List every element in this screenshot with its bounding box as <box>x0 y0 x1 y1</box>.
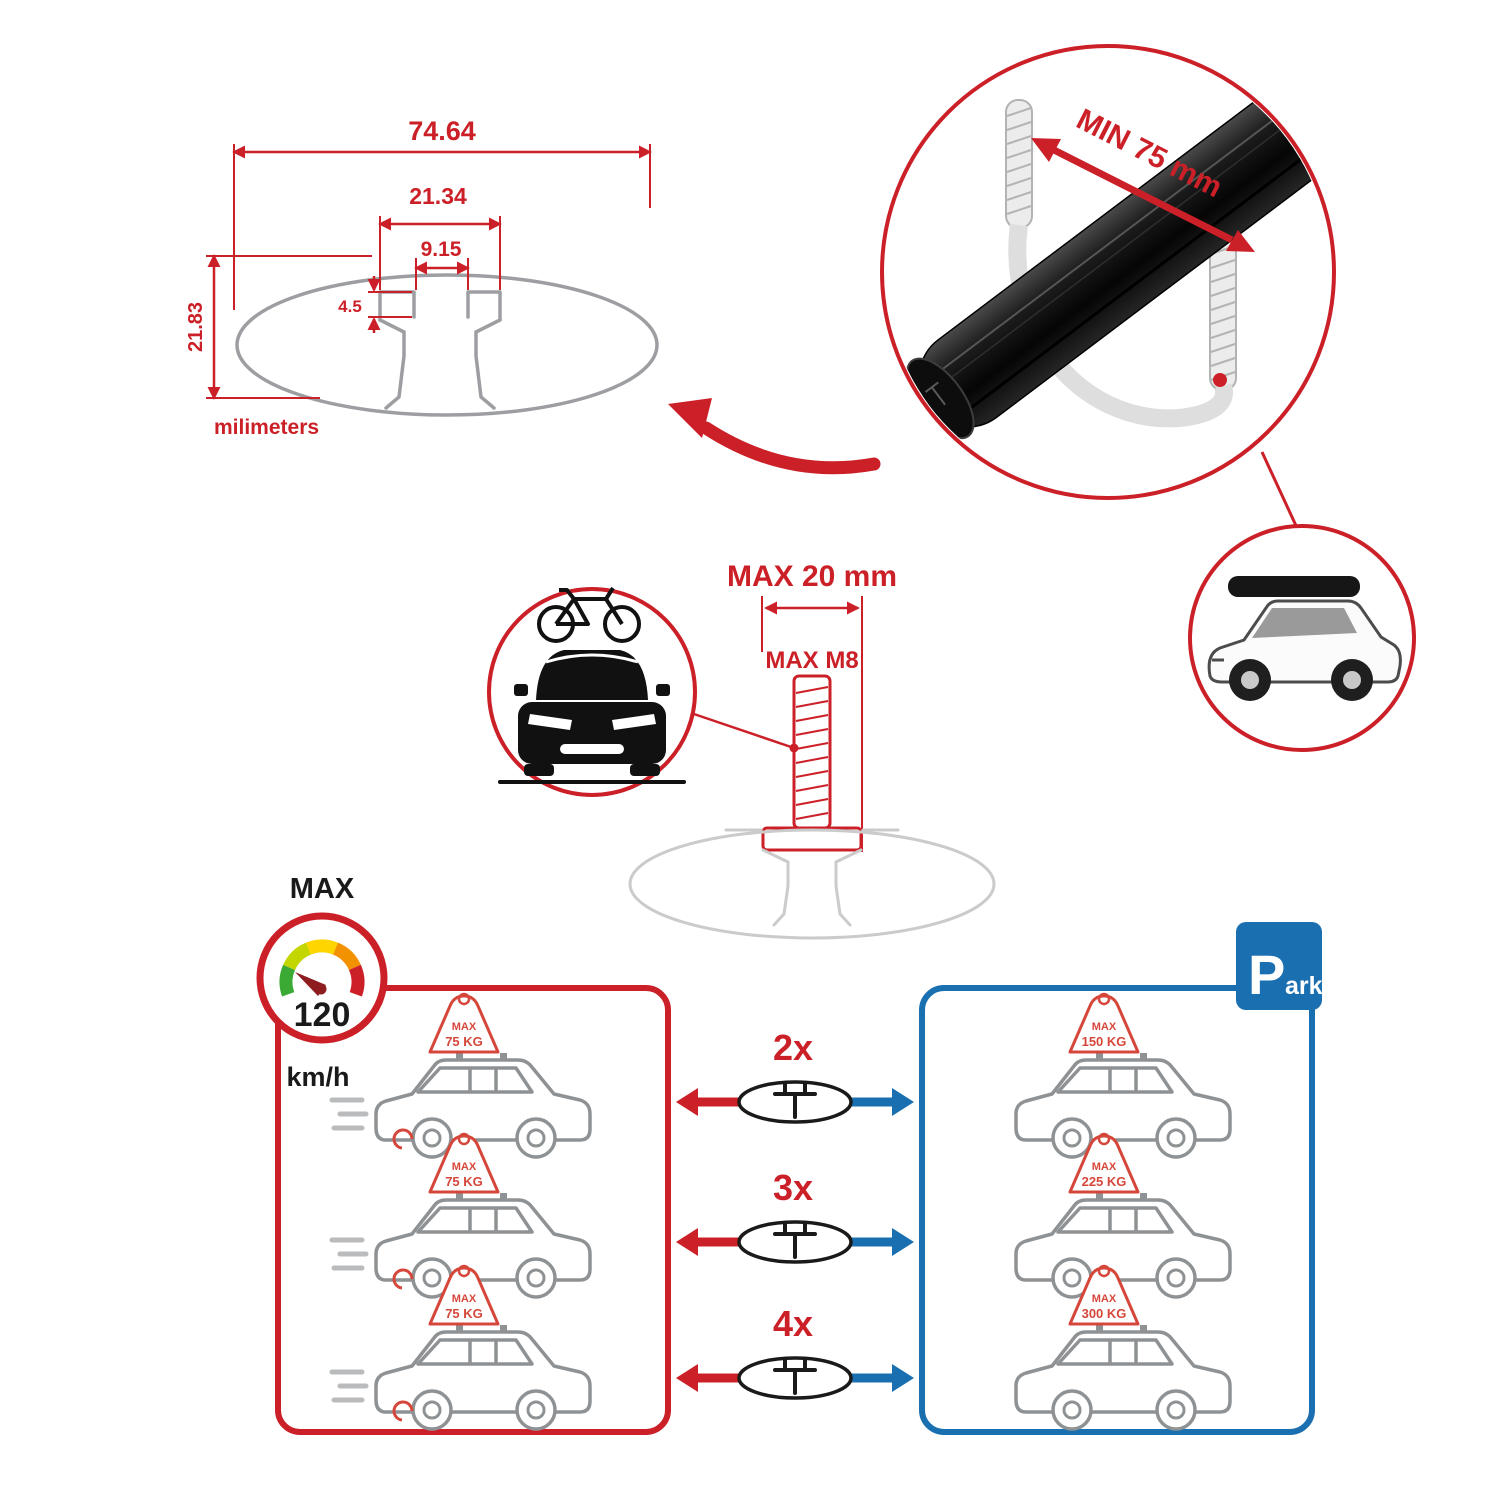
profile-channel-left <box>378 290 416 410</box>
tent-load-label: 75 KG <box>445 1034 483 1049</box>
car-front-icon <box>498 650 686 784</box>
tent-max-label: MAX <box>1092 1161 1117 1173</box>
moving-car-row-3: MAX 75 KG <box>332 1264 592 1431</box>
gauge-value: 120 <box>294 996 351 1034</box>
circle-connector-line <box>1260 451 1300 531</box>
car-bike-circle <box>487 586 697 797</box>
left-arrow-icon <box>676 1088 698 1116</box>
quantity-label: 4x <box>773 1303 813 1344</box>
bolt-connector-line <box>687 710 795 750</box>
clamp-thread-right <box>1209 237 1237 391</box>
bar-profile-oval <box>235 273 659 417</box>
right-arrow-icon <box>892 1228 914 1256</box>
crossbar-detail-circle: MIN 75 mm <box>880 44 1336 531</box>
quantity-row-3: 4x <box>676 1303 914 1400</box>
cross-section-drawing: 74.64 21.34 9.15 4.5 21.83 milimeters <box>185 116 659 439</box>
tent-max-label: MAX <box>1092 1021 1117 1033</box>
headlight-right <box>612 714 656 730</box>
height-label: 21.83 <box>185 302 207 352</box>
pointer-arrow <box>668 398 881 475</box>
speed-gauge: MAX 120 km/h <box>256 873 388 1092</box>
t-bolt-icon <box>761 674 863 852</box>
gauge-max-label: MAX <box>290 873 355 905</box>
max-thread-label: MAX M8 <box>765 647 858 674</box>
tent-max-label: MAX <box>452 1293 477 1305</box>
roof-box-icon <box>1228 576 1360 597</box>
bike-icon <box>537 586 641 643</box>
park-sign-p: P <box>1248 943 1285 1006</box>
tent-load-label: 75 KG <box>445 1174 483 1189</box>
gauge-unit: km/h <box>286 1062 349 1092</box>
total-width-label: 74.64 <box>408 116 476 146</box>
left-arrow-icon <box>676 1228 698 1256</box>
dimension-lines <box>206 144 652 400</box>
max-width-label: MAX 20 mm <box>727 560 897 593</box>
profile-channel-right <box>466 290 502 410</box>
park-sign-ark: ark <box>1285 972 1323 1000</box>
gauge-circle <box>256 912 388 1044</box>
gauge-arc <box>279 939 365 997</box>
slot-width-label: 9.15 <box>421 238 462 261</box>
headlight-left <box>528 714 572 730</box>
moving-car-row-1: MAX 75 KG <box>332 992 592 1159</box>
tent-load-label: 225 KG <box>1082 1174 1127 1189</box>
tent-max-label: MAX <box>452 1021 477 1033</box>
quantity-row-1: 2x <box>676 1027 914 1124</box>
parked-car-row-1: MAX 150 KG <box>1014 992 1232 1159</box>
bolt-connector-dot <box>789 743 799 753</box>
lip-height-label: 4.5 <box>338 297 362 316</box>
tent-max-label: MAX <box>452 1161 477 1173</box>
moving-car-row-2: MAX 75 KG <box>332 1132 592 1299</box>
park-sign: P ark <box>1236 922 1323 1010</box>
suv-roofbox-circle <box>1188 524 1416 752</box>
right-arrow-icon <box>892 1088 914 1116</box>
tent-max-label: MAX <box>1092 1293 1117 1305</box>
min-span-dimension <box>1031 138 1255 252</box>
units-label: milimeters <box>214 416 319 439</box>
pointer-arrowhead <box>668 398 712 438</box>
bolt-diagram: MAX 20 mm MAX M8 <box>628 560 996 940</box>
tent-load-label: 150 KG <box>1082 1034 1127 1049</box>
clamp-point-dot <box>1213 373 1227 387</box>
quantity-label: 2x <box>773 1027 813 1068</box>
clamp-thread-left <box>1005 99 1033 229</box>
tent-load-label: 75 KG <box>445 1306 483 1321</box>
right-arrow-icon <box>892 1364 914 1392</box>
suv-icon <box>1207 576 1402 701</box>
top-width-label: 21.34 <box>409 183 467 209</box>
parked-car-row-3: MAX 300 KG <box>1014 1264 1232 1431</box>
quantity-row-2: 3x <box>676 1167 914 1264</box>
left-arrow-icon <box>676 1364 698 1392</box>
quantity-label: 3x <box>773 1167 813 1208</box>
tent-load-label: 300 KG <box>1082 1306 1127 1321</box>
parked-car-row-2: MAX 225 KG <box>1014 1132 1232 1299</box>
ghost-profile <box>628 828 996 940</box>
